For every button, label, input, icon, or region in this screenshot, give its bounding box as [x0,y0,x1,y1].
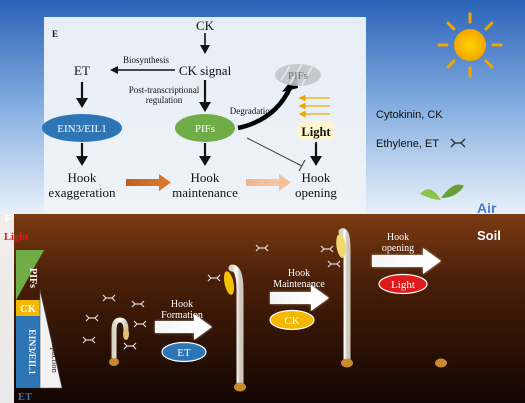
seedling-stage-4 [420,184,464,368]
air-label: Air [477,200,497,216]
soil-label: Soil [477,228,501,243]
hook-maintenance-line1: Hook [191,170,220,185]
panel-e-label: E [52,29,58,39]
panel-f-text: Hook Formation Hook Maintenance Hook ope… [161,232,414,321]
hook-formation-line1: Hook [171,299,193,310]
hook-opening-line2: opening [295,185,337,200]
ck-badge-label: CK [284,315,299,327]
soil-background [0,214,525,403]
legend-ethylene: Ethylene, ET [376,138,439,150]
side-light-label: Light [4,232,29,243]
ck-badge [269,309,315,331]
light-badge-label: Light [391,279,415,291]
light-label: Light [301,125,331,139]
hook-exaggeration-line2: exaggeration [48,185,116,200]
compaction-label: Compaction [50,331,60,373]
pifs-node [175,114,235,142]
panel-e-text: E CK Biosynthesis ET CK signal Post-tran… [48,18,337,200]
hook-exaggeration-line1: Hook [68,170,97,185]
ethylene-particles [82,244,341,350]
side-ein3-label: EIN3/EIL1 [26,329,36,375]
side-pifs-label: PIFs [27,268,38,288]
light-label-bg [298,122,334,140]
ein3-gradient-band [16,316,40,388]
et-badge [161,341,207,363]
pifs-gradient-wedge [16,250,44,300]
post-transcriptional-label: Post-transcriptional [129,85,200,95]
ethylene-molecule-icon [450,138,466,148]
ck-signal-label: CK signal [179,63,232,78]
ein3-eil1-label: EIN3/EIL1 [57,123,106,135]
inhibition-line [246,137,303,167]
legend-cytokinin: Cytokinin, CK [376,109,443,121]
ck-label: CK [196,18,215,33]
sun-icon [437,12,503,78]
stage-arrows [155,248,441,340]
panel-f-label: F [5,214,11,225]
degradation-arrow [237,87,293,131]
hook-opening-line1: Hook [302,170,331,185]
hook-formation-line2: Formation [161,310,203,321]
hook-transition-arrows [126,174,291,191]
seedling-stage-3 [336,228,353,368]
seedling-stage-2 [223,264,246,392]
regulation-label: regulation [146,95,183,105]
hook-maintenance-f-line1: Hook [288,268,310,279]
hook-opening-f-line1: Hook [387,232,409,243]
side-ck-label: CK [20,304,37,315]
et-label: ET [74,63,90,78]
pifs-label: PIFs [195,123,215,135]
side-et-label: ET [18,392,32,403]
panel-f-side-strip [0,214,14,403]
ein3-eil1-node [42,114,122,142]
inhibition-bar [298,159,306,172]
light-badge [378,273,428,295]
light-rays-icon [298,94,330,118]
degraded-pifs-label: PIFs [288,70,308,82]
degradation-label: Degradation [230,106,275,116]
et-badge-label: ET [177,347,191,359]
ck-gradient-band [16,300,40,316]
degraded-pifs [275,63,321,86]
biosynthesis-label: Biosynthesis [123,55,170,65]
compaction-triangle [39,289,63,389]
hook-maintenance-line2: maintenance [172,185,238,200]
hook-maintenance-f-line2: Maintenance [273,279,325,290]
hook-opening-f-line2: opening [382,243,414,254]
seedling-stage-1 [109,317,129,366]
